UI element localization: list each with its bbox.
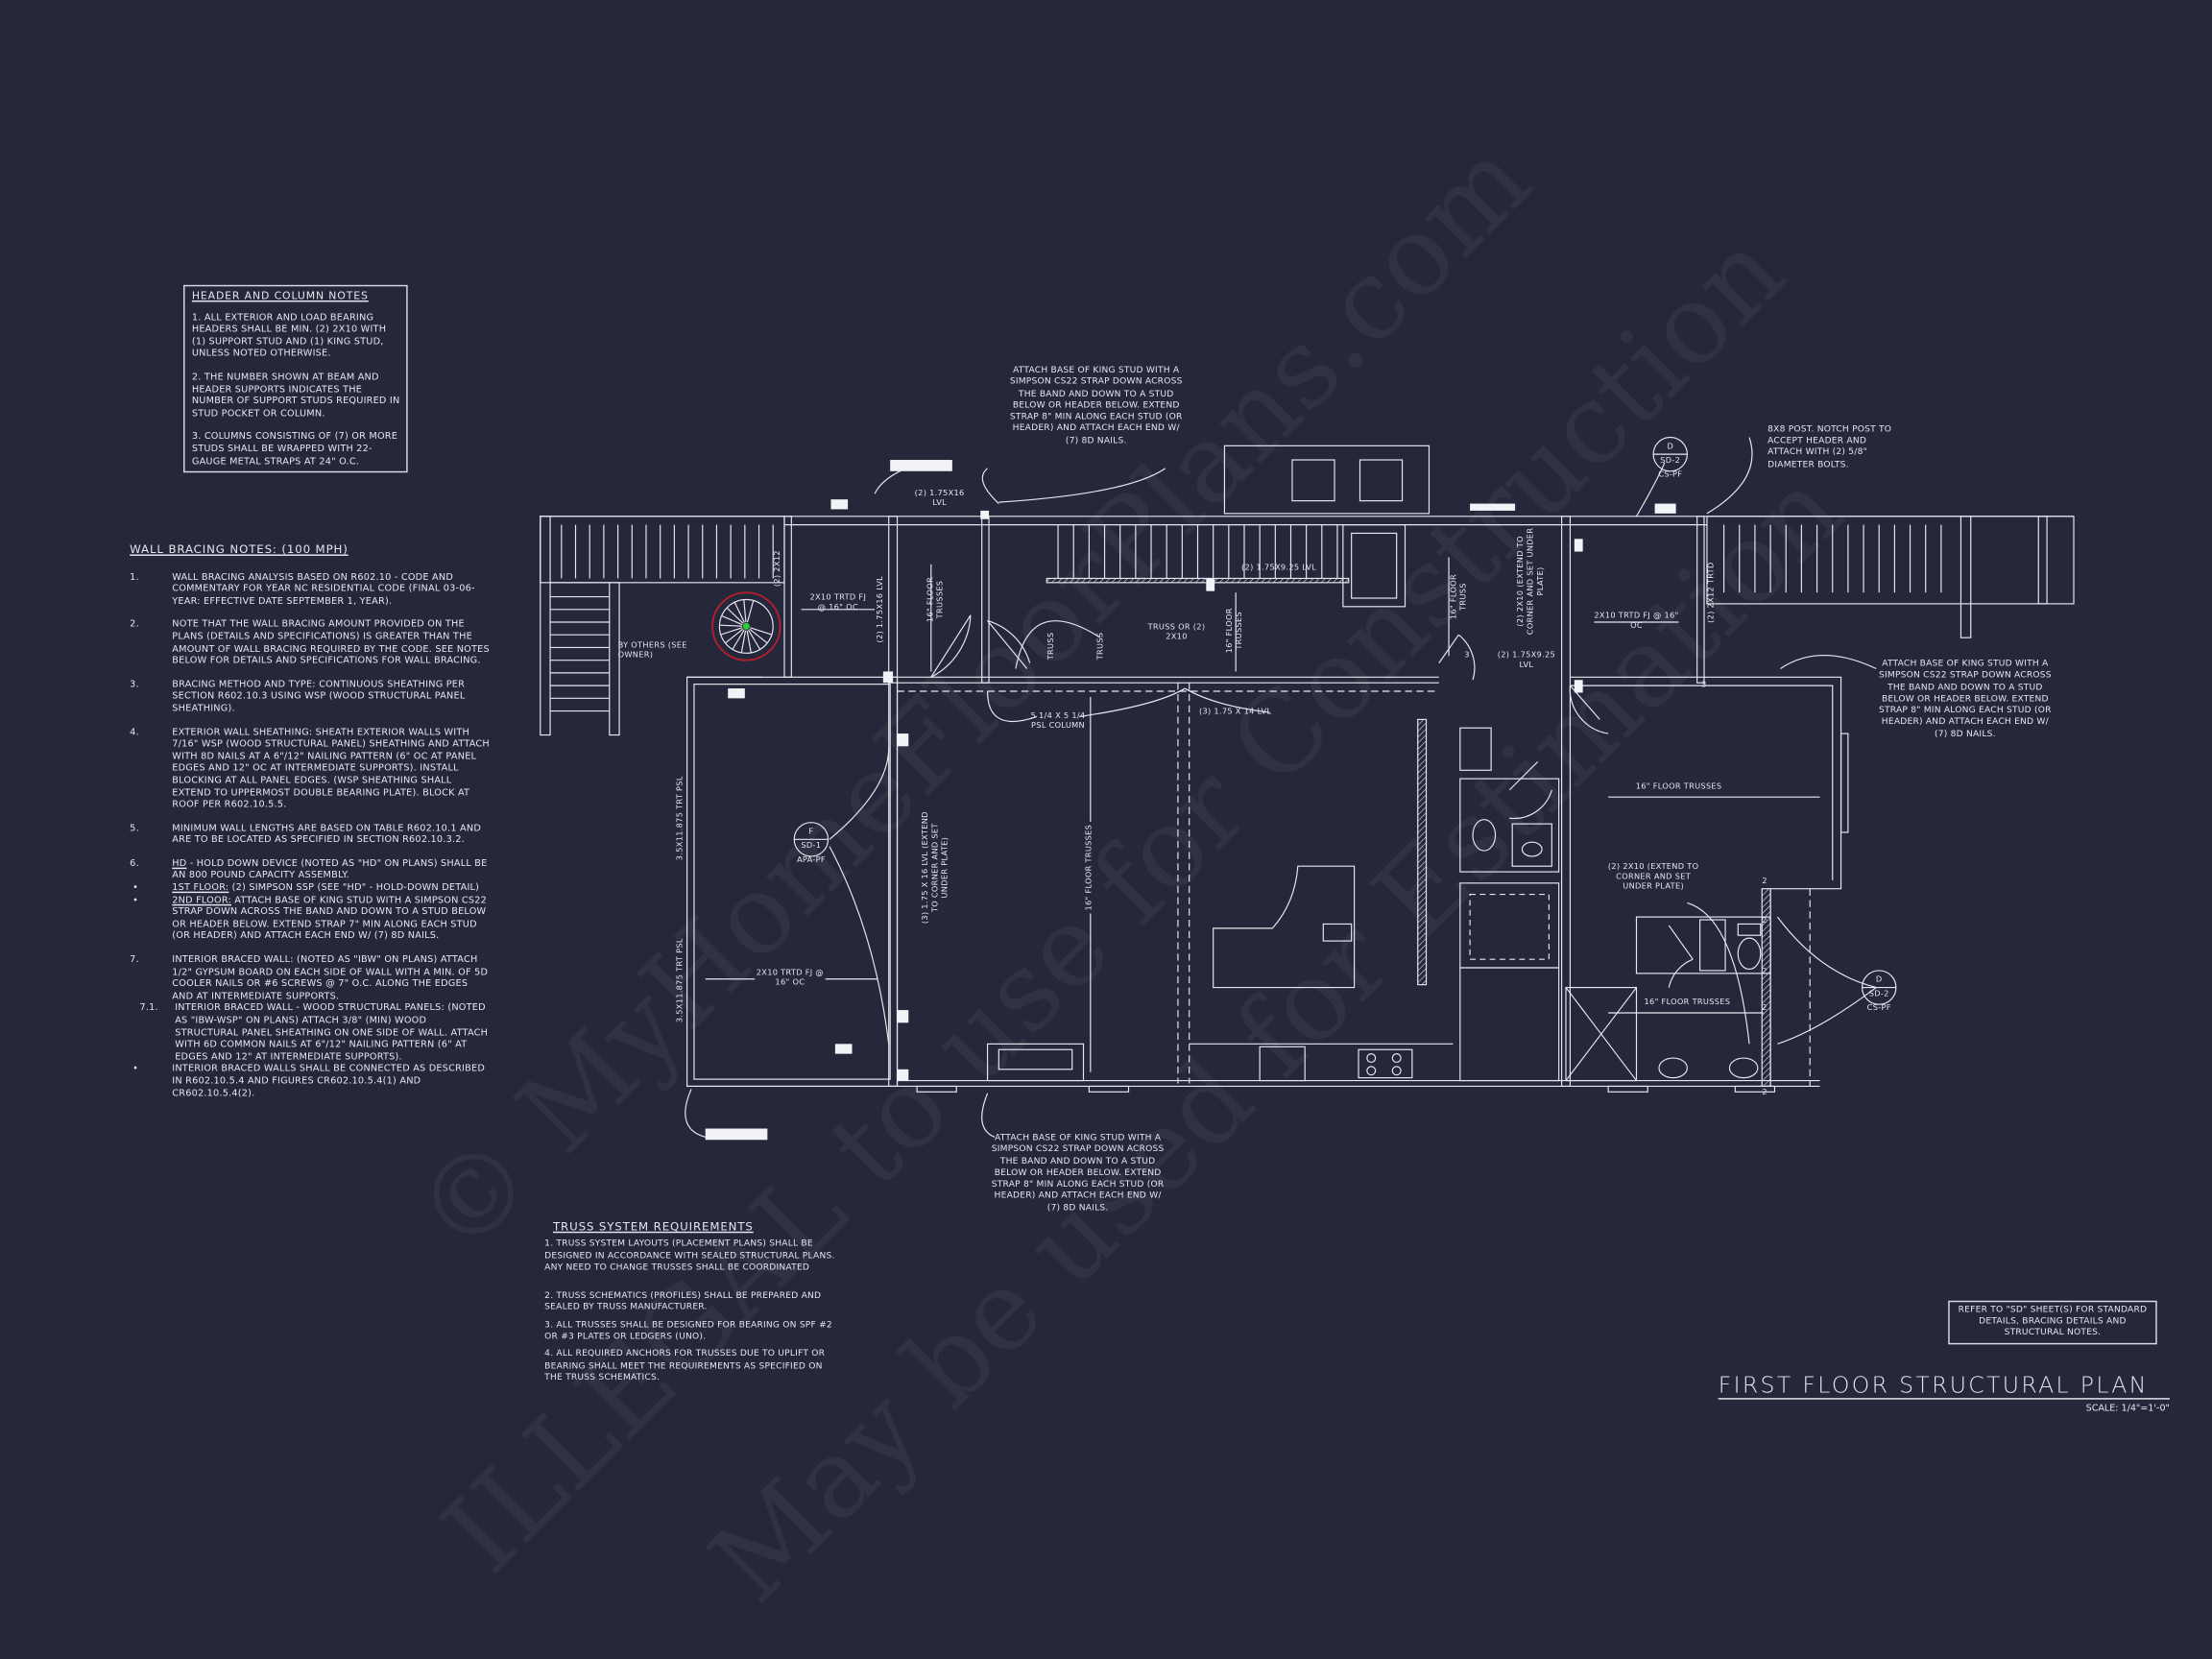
truss-or-label: TRUSS OR (2) 2X10 [1147,623,1206,642]
stud-count: 3 [1701,681,1707,690]
king-stud-callout-top: ATTACH BASE OF KING STUD WITH A SIMPSON … [1009,365,1183,446]
beam-label: 3.5x11.875 TRT PSL [676,776,685,861]
detail-marker-sd2-top[interactable]: D SD-2 CS-PF [1658,443,1683,480]
stud-count: 2 [1762,877,1767,886]
truss-label: TRUSS [1047,632,1056,661]
stair-tread [725,628,744,644]
stair-tread [740,630,747,653]
beam-label: 3.5x11.875 TRT PSL [676,938,685,1023]
beam-label: (2) 1.75x16 LVL [914,489,965,508]
detail-marker-sd2-right[interactable]: D SD-2 CS-PF [1866,975,1891,1014]
truss-label: 16" FLOOR TRUSSES [1644,998,1731,1009]
label-tags [705,460,1676,1141]
king-stud-callout-right: ATTACH BASE OF KING STUD WITH A SIMPSON … [1878,659,2052,739]
stair-tread [720,627,743,636]
stud-count: 2 [1762,1004,1767,1014]
refer-sd-sheets-note: REFER TO "SD" SHEET(S) FOR STANDARD DETA… [1948,1300,2157,1344]
spiral-stair [711,591,781,661]
beam-label: (3) 1.75 X 16 LVL (EXTEND TO CORNER AND … [922,811,950,925]
stair-tread [748,629,761,650]
king-stud-callout-bottom: ATTACH BASE OF KING STUD WITH A SIMPSON … [991,1132,1165,1214]
header-label: (2) 2X10 (EXTEND TO CORNER AND SET UNDER… [1517,527,1546,636]
range [1358,1048,1413,1079]
truss-label: 16" FLOOR TRUSSES [926,576,946,623]
wall-bracing-item: 5.MINIMUM WALL LENGTHS ARE BASED ON TABL… [130,822,482,846]
wall-bracing-item: 1.WALL BRACING ANALYSIS BASED ON R602.10… [130,570,475,607]
stair-tread [746,630,752,653]
joist-label: 2X10 TRTD FJ @ 16" OC [755,969,826,990]
wall-bracing-title: WALL BRACING NOTES: (100 MPH) [130,542,349,556]
wall-bracing-item: 4.EXTERIOR WALL SHEATHING: SHEATH EXTERI… [130,726,490,810]
wall-bracing-bullet: •2ND FLOOR: ATTACH BASE OF KING STUD WIT… [132,894,488,942]
truss-system-requirements: TRUSS SYSTEM REQUIREMENTS 1. TRUSS SYSTE… [544,1220,838,1383]
detail-marker-circles [793,436,1897,1005]
wall-bracing-item: 2.NOTE THAT THE WALL BRACING AMOUNT PROV… [130,618,490,666]
stud-count: 3 [1464,651,1470,661]
drawing-scale: SCALE: 1/4"=1'-0" [2085,1402,2170,1414]
wall-bracing-bullet: •1ST FLOOR: (2) SIMPSON SSP (SEE "HD" - … [132,881,480,894]
bay-bump [1223,445,1431,515]
beam-label: (2) 2X12 TRTD [1707,562,1717,623]
truss-label: 16" FLOOR TRUSSES [1225,608,1245,654]
wall-bracing-subitem: 7.1.INTERIOR BRACED WALL - WOOD STRUCTUR… [139,1001,489,1063]
wall-bracing-item: 3.BRACING METHOD AND TYPE: CONTINUOUS SH… [130,678,466,714]
stair-tread [721,614,743,626]
truss-label: 16" FLOOR TRUSSES [1085,821,1095,914]
beam-label: (2) 2X12 [773,550,782,588]
wall-bracing-item: 7.INTERIOR BRACED WALL: (NOTED AS "IBW" … [130,953,489,1001]
truss-requirement-item: 4. ALL REQUIRED ANCHORS FOR TRUSSES DUE … [544,1349,826,1382]
kitchen-island [1213,865,1356,989]
joist-label: 2X10 TRTD FJ @ 16" OC [809,593,867,613]
header-column-notes: HEADER AND COLUMN NOTES 1. ALL EXTERIOR … [183,284,408,473]
truss-label: 16" FLOOR TRUSS [1450,573,1469,620]
header-note-item: 2. THE NUMBER SHOWN AT BEAM AND HEADER S… [191,371,400,420]
beam-label: (3) 1.75 x 14 LVL [1198,708,1272,717]
stair-tread [733,601,745,623]
joist-label: 2X10 TRTD FJ @ 16" OC [1594,612,1679,631]
drawing-title: FIRST FLOOR STRUCTURAL PLAN [1718,1371,2170,1400]
column-label: 5 1/4 x 5 1/4 PSL COLUMN [1030,712,1086,732]
stair-tread [732,629,745,650]
beam-label: (2) 1.75x16 LVL [877,575,886,643]
truss-label: TRUSS [1096,632,1106,661]
stair-tread [749,628,768,644]
stud-count: 2 [1762,1089,1767,1098]
post-callout: 8x8 POST. NOTCH POST TO ACCEPT HEADER AN… [1767,424,1892,469]
beam-label: (2) 1.75x9.25 LVL [1241,564,1317,573]
beam-label: (2) 1.75x9.25 LVL [1497,651,1556,670]
stair-tread [750,627,773,636]
kitchen-sink [1259,1046,1306,1082]
spiral-stair-note: BY OTHERS (SEE OWNER) [617,641,687,661]
stair-tread [743,599,747,623]
wall-bracing-bullet: •INTERIOR BRACED WALLS SHALL BE CONNECTE… [132,1063,486,1099]
stud-count: 2 [1762,968,1767,976]
header-note-item: 1. ALL EXTERIOR AND LOAD BEARING HEADERS… [191,311,387,359]
stud-count: 2 [1762,917,1767,926]
header-notes-title: HEADER AND COLUMN NOTES [191,289,369,302]
wall-bracing-item-hd: 6.HD - HOLD DOWN DEVICE (NOTED AS "HD" O… [130,857,488,881]
header-note-item: 3. COLUMNS CONSISTING OF (7) OR MORE STU… [191,430,398,467]
stair-tread [726,607,744,624]
stair-tread [719,624,742,627]
detail-marker-sd1[interactable]: F SD-1 APA-PF [796,828,826,865]
stair-tread [746,600,755,623]
truss-requirement-item: 3. ALL TRUSSES SHALL BE DESIGNED FOR BEA… [544,1320,832,1342]
wall-bracing-notes: WALL BRACING NOTES: (100 MPH) 1.WALL BRA… [130,542,491,1099]
truss-label: 16" FLOOR TRUSSES [1635,782,1722,792]
truss-requirement-item: 2. TRUSS SCHEMATICS (PROFILES) SHALL BE … [544,1290,822,1313]
truss-requirements-title: TRUSS SYSTEM REQUIREMENTS [553,1220,754,1234]
truss-requirement-item: 1. TRUSS SYSTEM LAYOUTS (PLACEMENT PLANS… [544,1238,835,1273]
header-label: (2) 2X10 (EXTEND TO CORNER AND SET UNDER… [1607,863,1699,892]
